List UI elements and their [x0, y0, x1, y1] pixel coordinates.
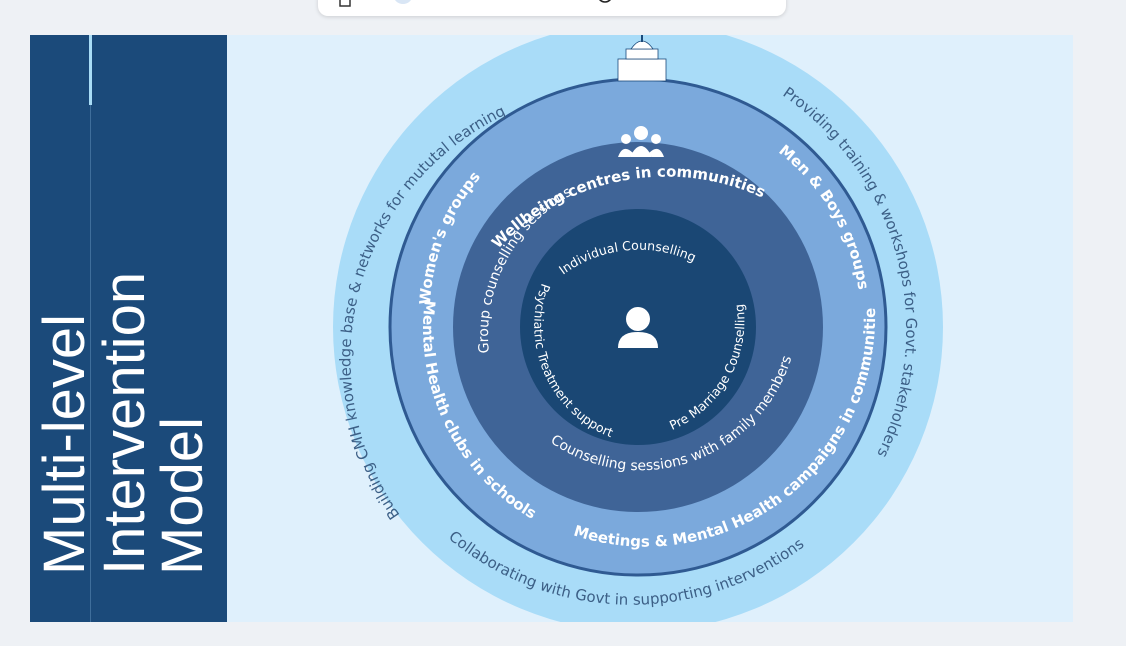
sidebar-accent-bar	[89, 35, 92, 105]
government-building-icon	[617, 35, 667, 82]
browser-toolbar	[318, 0, 786, 16]
person-icon	[618, 307, 658, 348]
intervention-diagram: Building CMH knowledge base & networks f…	[30, 35, 943, 622]
circle-button-icon[interactable]	[394, 0, 412, 8]
sidebar-divider	[90, 35, 91, 622]
community-group-icon	[618, 126, 664, 157]
page-icon[interactable]	[336, 0, 354, 8]
title-sidebar	[30, 35, 227, 622]
slide: Multi-level Intervention Model	[30, 35, 1073, 622]
info-icon[interactable]	[596, 0, 614, 8]
